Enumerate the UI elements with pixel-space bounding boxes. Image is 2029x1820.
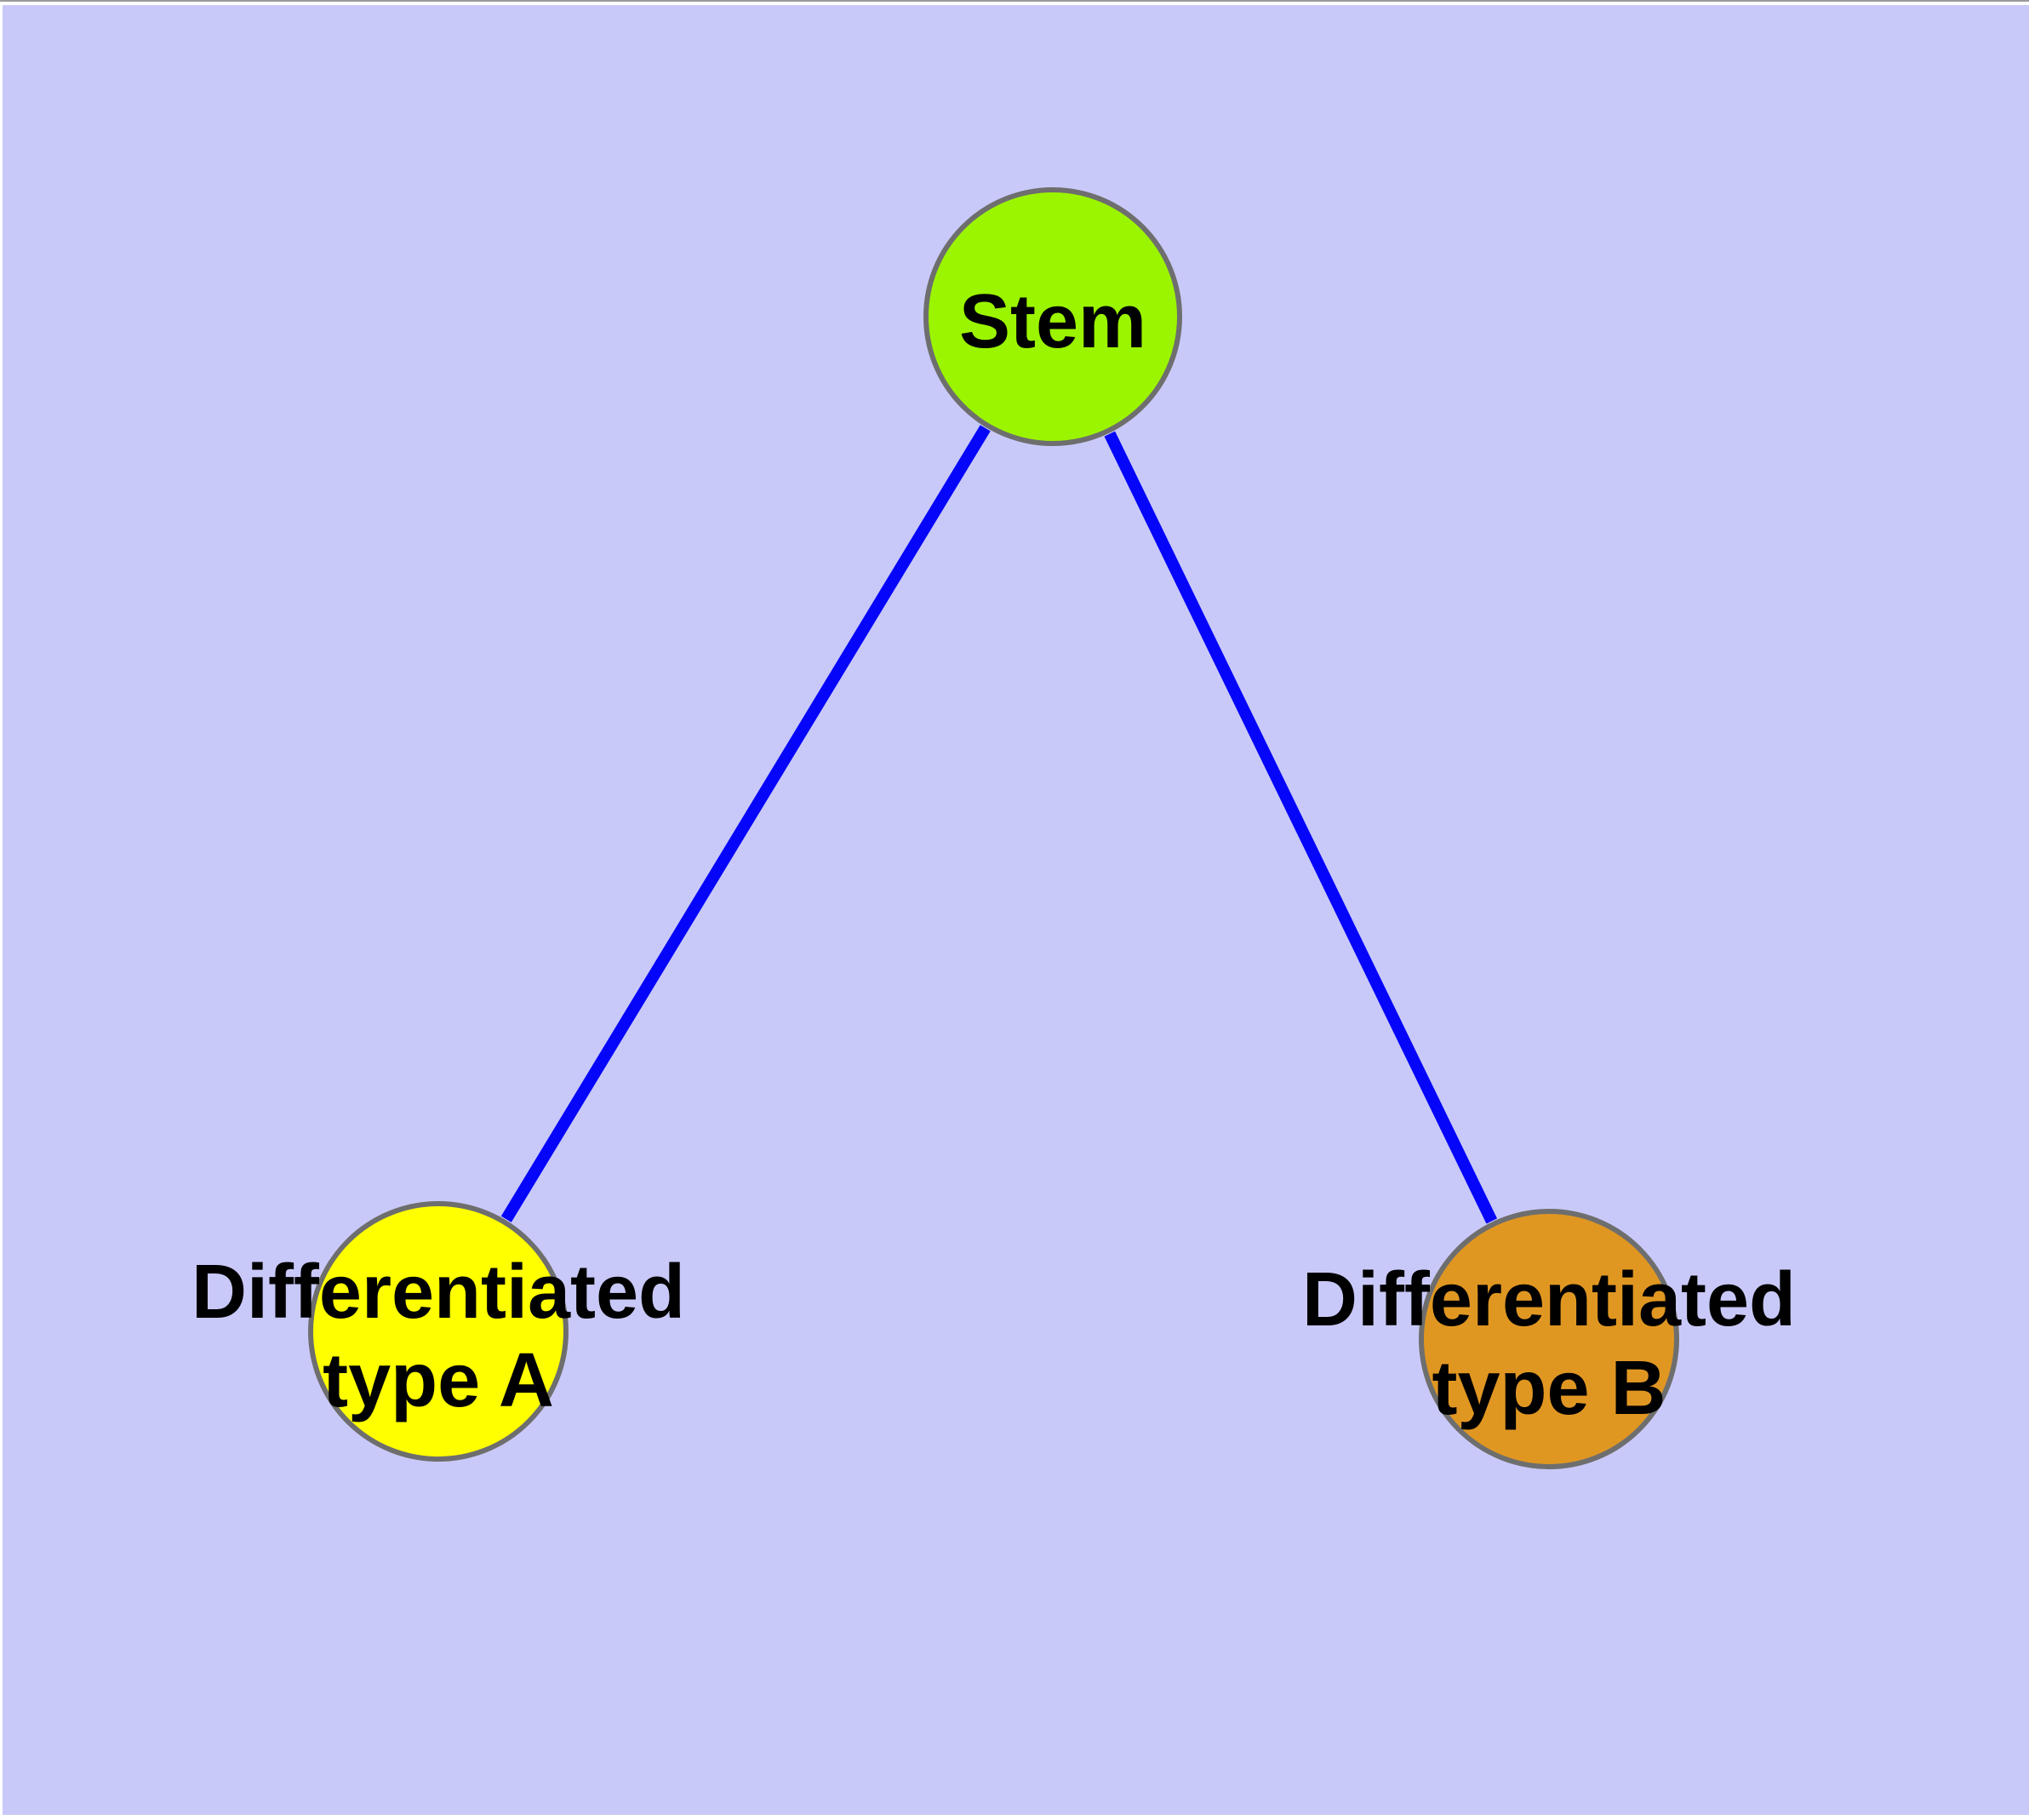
- node-type-b-label-line-1: Differentiated: [1302, 1257, 1796, 1342]
- window-frame-bottom: [0, 1815, 2029, 1820]
- node-stem-circle: [923, 187, 1182, 446]
- node-stem-label: Stem: [959, 279, 1146, 364]
- node-type-a-circle: [308, 1201, 569, 1462]
- window-frame-top: [0, 2, 2029, 5]
- node-type-b-circle: [1419, 1209, 1679, 1469]
- window-frame-left: [0, 2, 3, 1815]
- node-type-a-label-line-2: type A: [323, 1338, 554, 1423]
- window-top-edge-line: [0, 0, 2029, 2]
- edge-stem-to-type-b: [1104, 431, 1498, 1224]
- node-type-a-label-line-1: Differentiated: [191, 1250, 685, 1335]
- edge-stem-to-type-a: [500, 425, 991, 1222]
- node-type-b-label-line-2: type B: [1432, 1346, 1666, 1431]
